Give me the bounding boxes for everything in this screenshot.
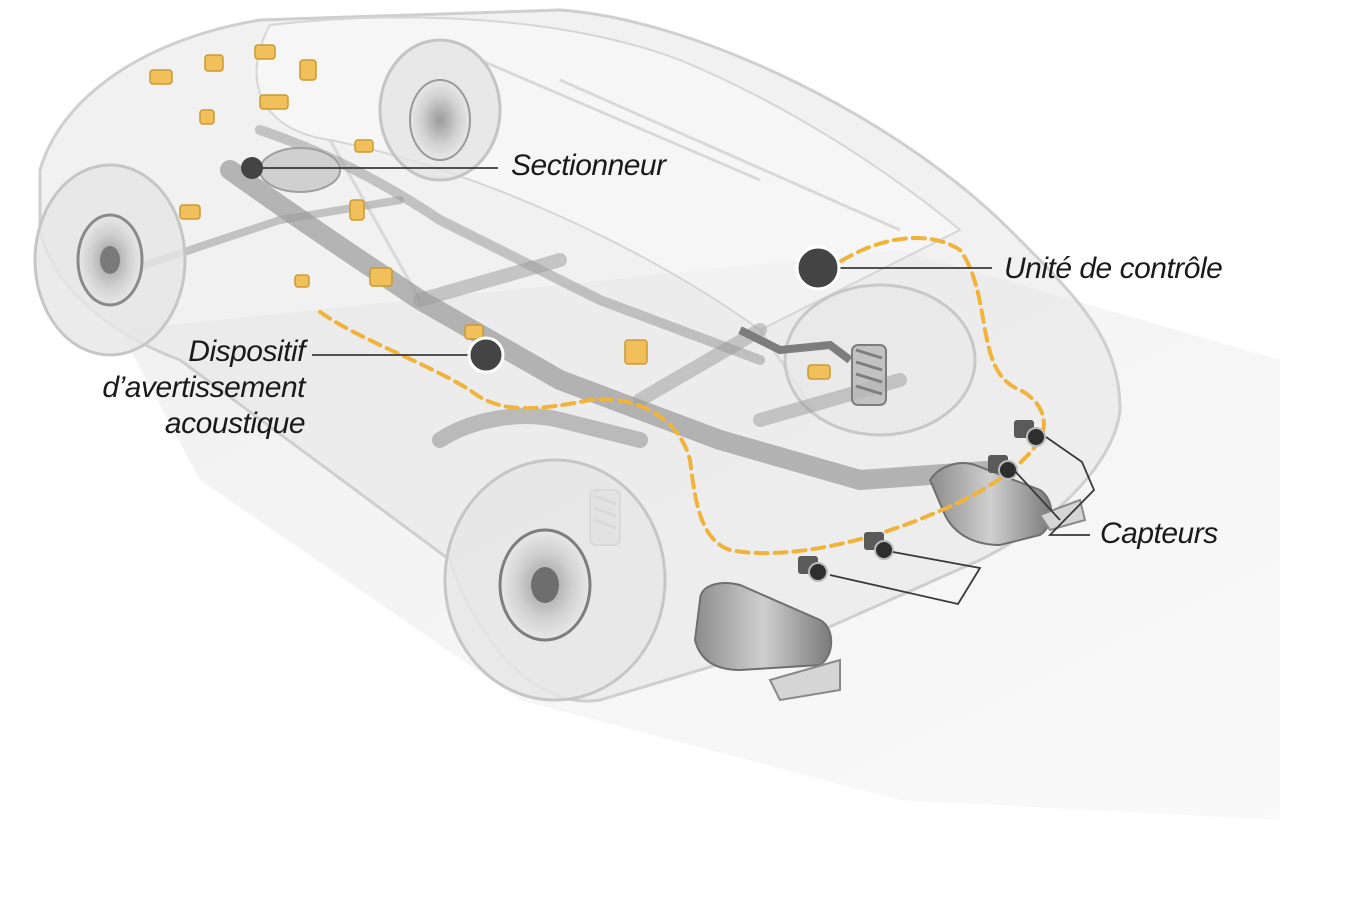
- engine-block: [259, 147, 341, 193]
- unite-de-controle-marker: [795, 245, 841, 291]
- wiring-harness: [318, 236, 1046, 556]
- wheel-front-left: [33, 163, 187, 357]
- label-dispositif-line1: Dispositif: [188, 335, 305, 368]
- label-dispositif-line3: acoustique: [164, 407, 306, 440]
- sectionneur-marker: [241, 157, 263, 179]
- leader-lines: [252, 167, 1096, 606]
- engine-components: [149, 44, 831, 380]
- wheel-rear-left: [443, 458, 667, 702]
- label-unite-de-controle: Unité de contrôle: [1004, 252, 1223, 285]
- muffler-right: [928, 462, 1087, 547]
- sensor-1: [1014, 420, 1046, 447]
- label-sectionneur: Sectionneur: [511, 149, 666, 182]
- sensor-2: [988, 455, 1018, 480]
- dispositif-marker: [467, 336, 505, 374]
- sensor-3: [864, 532, 894, 560]
- label-capteurs: Capteurs: [1100, 517, 1218, 550]
- rear-suspension: [738, 326, 887, 406]
- label-dispositif-line2: d’avertissement: [102, 371, 305, 404]
- sensors: [798, 420, 1046, 582]
- sensor-4: [798, 556, 828, 582]
- label-dispositif-avertissement: Dispositif d’avertissement acoustique: [0, 334, 305, 442]
- muffler-left: [693, 582, 841, 702]
